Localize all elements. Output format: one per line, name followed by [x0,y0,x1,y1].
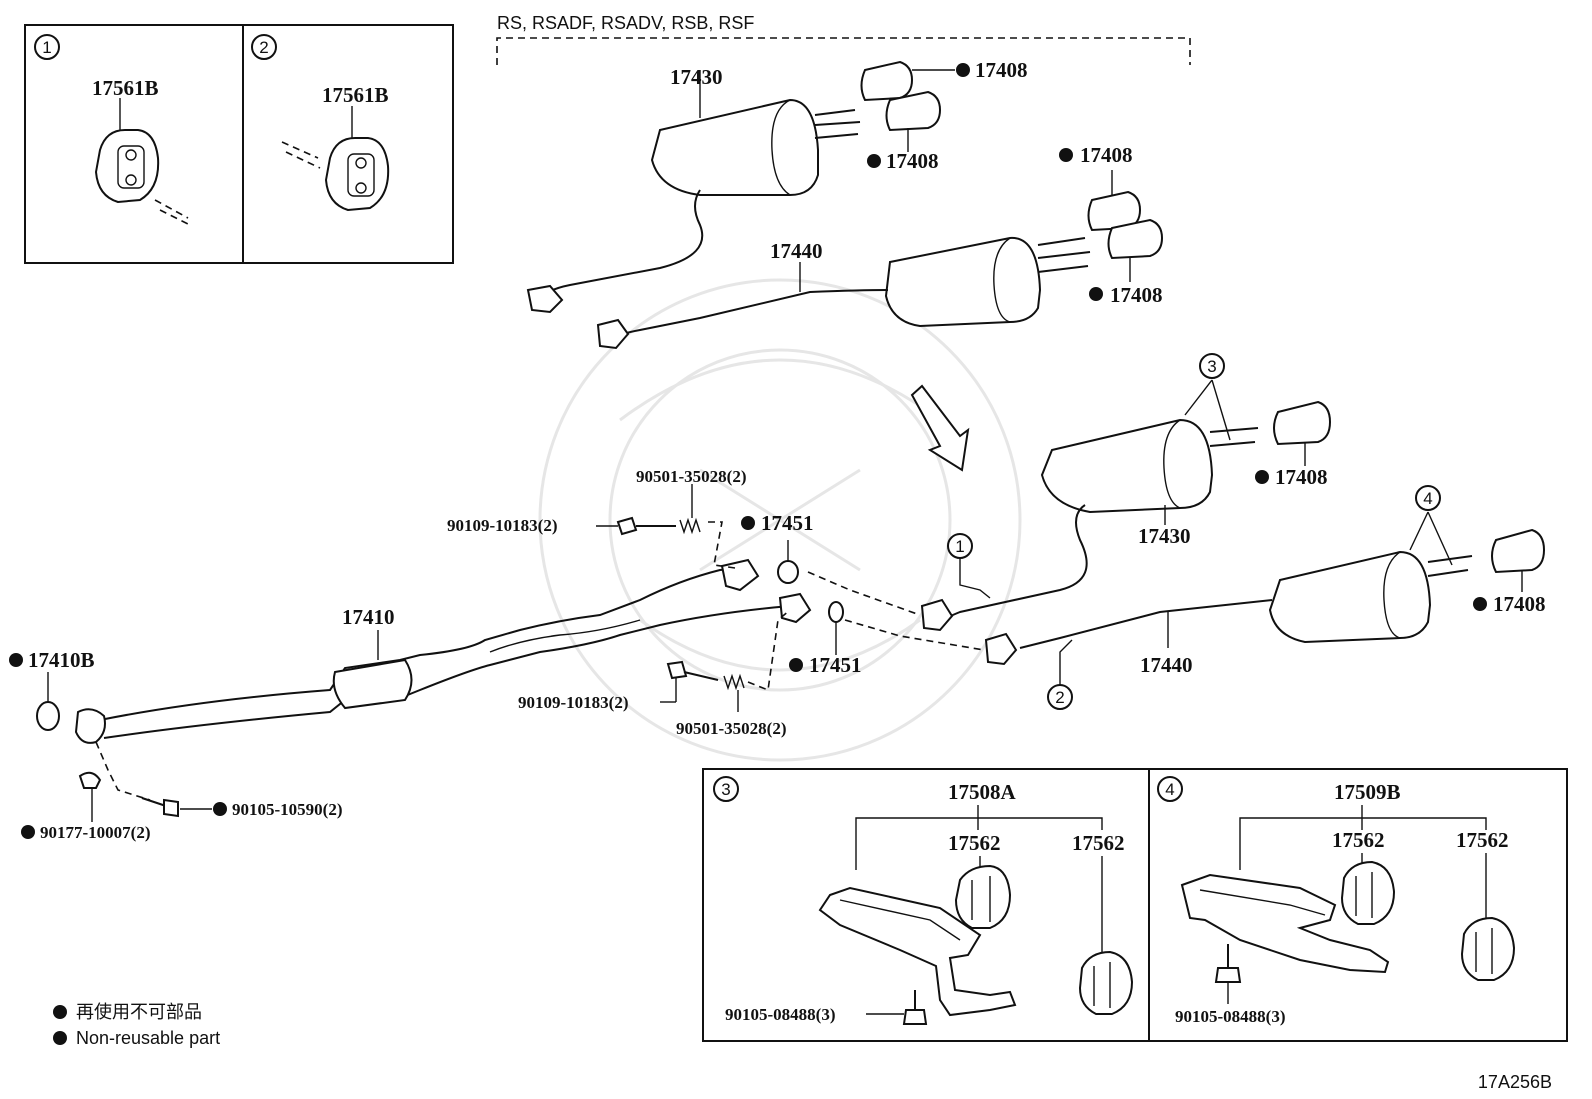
legend-jp: 再使用不可部品 [76,1002,202,1022]
inset-1-ref: 1 [42,38,51,57]
inset-2: 2 17561B [251,34,390,212]
bolt-bottom-label: 90109-10183(2) [518,693,628,712]
spring-bottom-label: 90501-35028(2) [676,719,786,738]
top-17408-label-3: 17408 [1080,143,1133,167]
inset-3-cushion-a-label: 17562 [948,831,1001,855]
diagram-code: 17A256B [1478,1072,1552,1092]
spring-top-label: 90501-35028(2) [636,467,746,486]
bolt-icon [1214,944,1242,983]
legend: 再使用不可部品 Non-reusable part [53,1002,220,1048]
inset-4-cushion-b-label: 17562 [1456,828,1509,852]
part-17451-label-a: 17451 [761,511,814,535]
main-17408-label-2: 17408 [1493,592,1546,616]
exhaust-hanger-rubber-icon [94,129,160,204]
bolt-front-label: 90105-10590(2) [232,800,342,819]
main-17408-label-1: 17408 [1275,465,1328,489]
svg-text:1: 1 [955,537,964,556]
main-rear-muffler-left: 17440 4 [984,485,1473,677]
svg-text:2: 2 [1055,688,1064,707]
front-bolt-and-gasket: 90177-10007(2) 90105-10590(2) [21,741,342,842]
legend-dot-jp [53,1005,67,1019]
hanger-rubber-icon [1078,950,1134,1015]
main-tailpipe-tip-right: 17408 [1255,400,1332,489]
inset-3-bolt-label: 90105-08488(3) [725,1005,835,1024]
hanger-rubber-icon [1460,916,1516,981]
inset-1-part-label: 17561B [92,76,159,100]
inset-4-bolt-label: 90105-08488(3) [1175,1007,1285,1026]
gasket-17451-a: 17451 [741,511,921,616]
inset-4-assembly-label: 17509B [1334,780,1401,804]
inset-3-ref: 3 [721,780,730,799]
top-17408-label-1: 17408 [975,58,1028,82]
top-17408-label-4: 17408 [1110,283,1163,307]
main-17430-label: 17430 [1138,524,1191,548]
inset-1-2-frame [24,24,454,264]
top-17430-label: 17430 [670,65,723,89]
hanger-marker-1: 1 [947,533,991,599]
bolt-spring-bottom: 90109-10183(2) 90501-35028(2) [518,609,791,738]
inset-3-assembly-label: 17508A [948,780,1017,804]
top-tailpipe-tips-left: 17408 17408 [1059,143,1164,307]
inset-3: 3 17508A 17562 17562 90105-08488(3) [713,776,1134,1025]
gasket-17451-b: 17451 [789,601,985,677]
inset-4-ref: 4 [1165,780,1174,799]
hanger-rubber-icon [954,864,1012,929]
ref-3-marker [1199,353,1225,379]
watermark-emblem [538,278,1022,762]
exhaust-hanger-rubber-icon [324,137,390,212]
part-17410-label: 17410 [342,605,395,629]
part-17451-label-b: 17451 [809,653,862,677]
hanger-bracket-icon [818,886,1017,1017]
front-gasket-17410B: 17410B [9,648,95,731]
top-rear-muffler-right: 17430 [526,65,861,314]
svg-text:3: 3 [1207,357,1216,376]
inset-4: 4 17509B 17562 17562 90105-08488(3) [1157,776,1516,1026]
legend-dot-en [53,1031,67,1045]
inset-1: 1 17561B [34,34,193,227]
main-17440-label: 17440 [1140,653,1193,677]
bolt-top-label: 90109-10183(2) [447,516,557,535]
ref-4-marker [1415,485,1441,511]
hanger-rubber-icon [1340,860,1396,925]
bolt-icon [902,990,928,1025]
inset-3-4-frame [702,768,1568,1042]
main-tailpipe-tip-left: 17408 [1473,528,1546,616]
hanger-bracket-icon [1180,873,1390,974]
svg-text:4: 4 [1423,489,1432,508]
inset-4-cushion-a-label: 17562 [1332,828,1385,852]
bolt-spring-top: 90501-35028(2) 90109-10183(2) [447,467,746,569]
arrow-down-icon [910,384,970,472]
variant-label: RS, RSADF, RSADV, RSB, RSF [497,13,754,33]
main-rear-muffler-right: 17430 3 [920,353,1259,632]
top-rear-muffler-left: 17440 [596,236,1091,350]
front-exhaust-pipe: 17410 [74,558,812,744]
inset-2-ref: 2 [259,38,268,57]
variant-bracket: RS, RSADF, RSADV, RSB, RSF [496,13,1191,65]
hanger-marker-2: 2 [1047,639,1073,710]
legend-en: Non-reusable part [76,1028,220,1048]
gasket-front-label: 90177-10007(2) [40,823,150,842]
inset-3-cushion-b-label: 17562 [1072,831,1125,855]
top-17440-label: 17440 [770,239,823,263]
top-tailpipe-tips-right: 17408 17408 [860,58,1028,173]
inset-2-part-label: 17561B [322,83,389,107]
top-17408-label-2: 17408 [886,149,939,173]
part-17410B-label: 17410B [28,648,95,672]
